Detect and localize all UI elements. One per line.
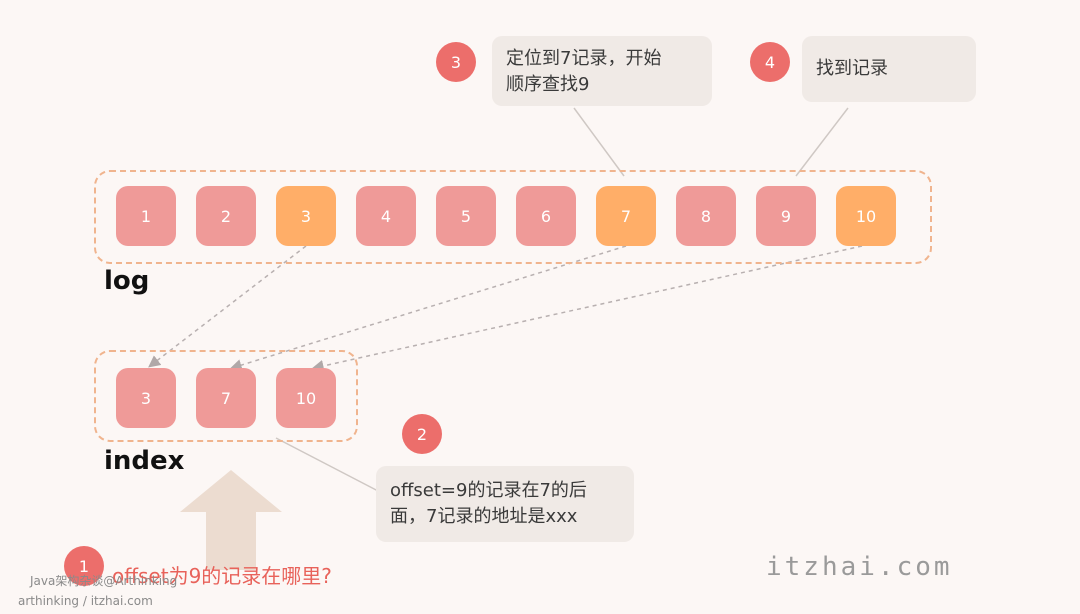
- step-2-badge: 2: [402, 414, 442, 454]
- index-label: index: [104, 446, 185, 476]
- index-record-3: 3: [116, 368, 176, 428]
- step-1-question: offset为9的记录在哪里?: [112, 564, 332, 588]
- log-group: [94, 170, 932, 264]
- log-record-5: 5: [436, 186, 496, 246]
- callout-4-pointer: [795, 107, 849, 177]
- step-4-callout: 找到记录: [802, 36, 976, 102]
- index-record-7: 7: [196, 368, 256, 428]
- index-group: [94, 350, 358, 442]
- up-arrow-icon: [180, 470, 282, 570]
- arrow-10-to-index: [311, 245, 863, 372]
- step-2-line1: offset=9的记录在7的后: [390, 480, 587, 501]
- log-record-9: 9: [756, 186, 816, 246]
- step-2-line2: 面，7记录的地址是xxx: [390, 506, 578, 527]
- arrow-3-to-index: [148, 245, 307, 368]
- credit-line-1: Java架构杂谈@Arthinking: [30, 574, 178, 588]
- step-1-badge: 1: [64, 546, 104, 586]
- credit-line-2: arthinking / itzhai.com: [18, 594, 153, 608]
- callout-3-pointer: [573, 107, 625, 177]
- index-record-10: 10: [276, 368, 336, 428]
- step-4-badge: 4: [750, 42, 790, 82]
- step-1-number: 1: [78, 556, 90, 576]
- step-4-text: 找到记录: [816, 58, 888, 79]
- step-4-number: 4: [764, 52, 776, 72]
- step-2-number: 2: [416, 424, 428, 444]
- log-record-3: 3: [276, 186, 336, 246]
- step-3-line1: 定位到7记录，开始: [506, 48, 662, 69]
- step-3-number: 3: [450, 52, 462, 72]
- log-record-8: 8: [676, 186, 736, 246]
- log-record-1: 1: [116, 186, 176, 246]
- step-3-badge: 3: [436, 42, 476, 82]
- log-record-4: 4: [356, 186, 416, 246]
- log-record-6: 6: [516, 186, 576, 246]
- log-record-7: 7: [596, 186, 656, 246]
- step-2-callout: offset=9的记录在7的后 面，7记录的地址是xxx: [376, 466, 634, 542]
- step-3-callout: 定位到7记录，开始 顺序查找9: [492, 36, 712, 106]
- log-record-2: 2: [196, 186, 256, 246]
- site-watermark: itzhai.com: [766, 552, 953, 582]
- step-3-line2: 顺序查找9: [506, 74, 590, 95]
- log-label: log: [104, 266, 150, 296]
- callout-2-pointer: [275, 437, 381, 493]
- log-record-10: 10: [836, 186, 896, 246]
